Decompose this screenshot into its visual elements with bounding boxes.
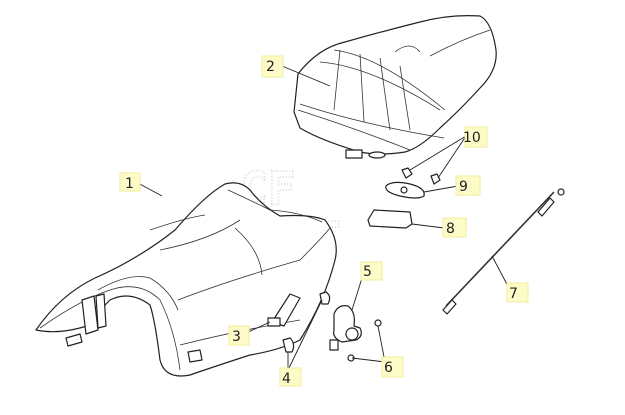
svg-text:8: 8: [446, 221, 455, 237]
lock-cable[interactable]: [442, 188, 565, 315]
callout-10: 10: [463, 126, 488, 148]
callout-1: 1: [119, 172, 141, 192]
callout-8: 8: [442, 217, 467, 238]
svg-text:2: 2: [266, 59, 275, 75]
svg-text:3: 3: [232, 329, 241, 345]
svg-text:6: 6: [384, 360, 393, 376]
callout-3: 3: [228, 325, 250, 346]
leader-lines: [135, 65, 511, 371]
callout-2: 2: [261, 55, 284, 78]
hinge-bracket[interactable]: [267, 293, 301, 327]
svg-text:10: 10: [463, 130, 481, 146]
bolts[interactable]: [282, 291, 331, 353]
callout-7: 7: [506, 282, 529, 303]
seat-lock[interactable]: [329, 305, 362, 351]
svg-text:7: 7: [509, 286, 518, 302]
svg-text:1: 1: [125, 176, 134, 192]
callout-5: 5: [360, 261, 383, 281]
callout-4: 4: [279, 367, 302, 387]
rear-seat-bolts[interactable]: [401, 167, 441, 185]
callout-9: 9: [455, 175, 481, 196]
seat-catch[interactable]: [367, 209, 413, 229]
svg-text:9: 9: [459, 179, 468, 195]
svg-text:5: 5: [363, 264, 372, 280]
rear-seat[interactable]: [293, 15, 497, 159]
svg-text:4: 4: [282, 371, 291, 387]
front-seat[interactable]: [35, 182, 337, 377]
gasket-plate[interactable]: [385, 181, 425, 199]
callout-6: 6: [381, 356, 404, 378]
